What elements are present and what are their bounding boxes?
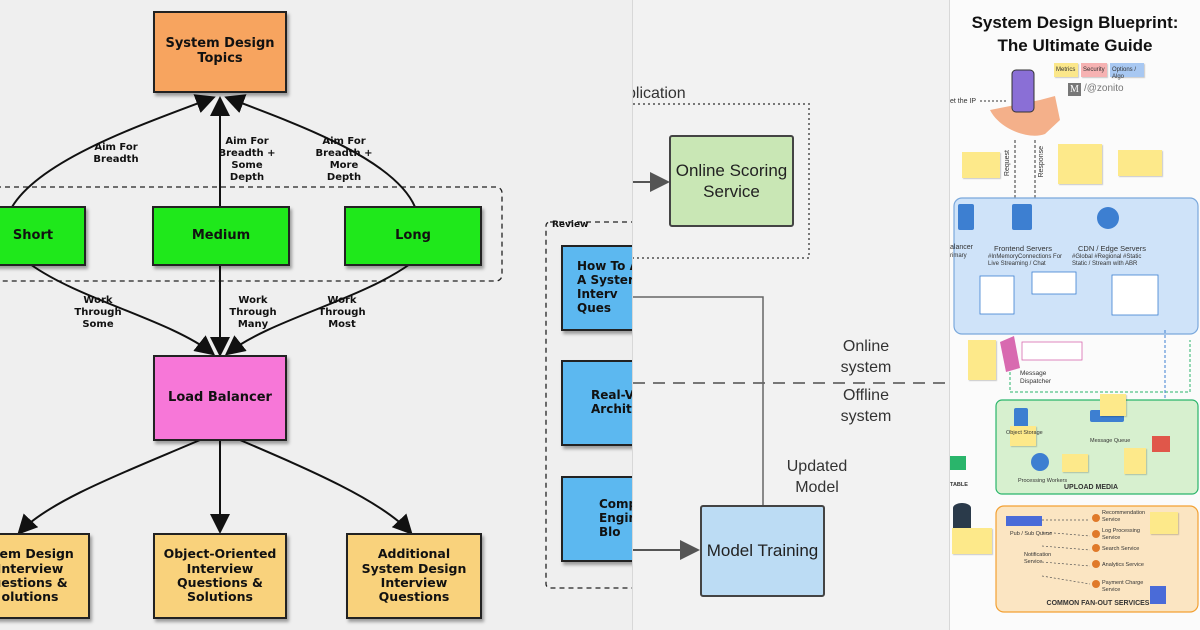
storage-icon [1152, 436, 1170, 452]
message-queue-label: Message Queue [1090, 438, 1131, 444]
tag-options: Options / Algo [1110, 63, 1144, 80]
get-ip-label: et the IP [950, 98, 977, 105]
arrow-lb-to-bottom-right [239, 439, 413, 535]
arrow-long-to-lb [224, 263, 411, 356]
online-scoring-service-box: Online Scoring Service [669, 135, 794, 227]
blueprint-connectors [950, 69, 1199, 613]
label-work-some: Work Through Some [74, 295, 122, 330]
table-label: TABLE [950, 482, 968, 488]
connector-to-training [633, 296, 764, 505]
object-storage-label: Object Storage [1006, 430, 1043, 436]
payment-label: Payment Charge Service [1102, 580, 1144, 593]
balancer-sub: rimary [950, 253, 967, 259]
sticky-note [1124, 448, 1146, 474]
pubsub-icon [1006, 516, 1042, 526]
load-balancer-box: Load Balancer [153, 355, 287, 441]
review-card-interview: How To A A Syster Interv Ques [561, 245, 632, 331]
arrow-short-to-lb [29, 263, 216, 356]
fan-out-label: COMMON FAN-OUT SERVICES [1046, 600, 1150, 607]
system-design-topics-diagram: System Design Topics Aim For Breadth Aim… [0, 0, 632, 630]
blueprint-title: System Design Blueprint: The Ultimate Gu… [950, 12, 1200, 58]
medium-logo-icon: M [1068, 83, 1081, 96]
arrow-short-to-topics [11, 94, 216, 208]
arrow-long-to-topics [224, 94, 416, 208]
sticky-note [962, 152, 1000, 178]
topics-connectors [0, 94, 632, 589]
long-box: Long [344, 206, 482, 266]
label-aim-breadth-some-depth: Aim For Breadth + Some Depth [218, 136, 276, 183]
review-dashed-group [545, 221, 632, 589]
review-label: Review [552, 220, 589, 230]
dispatcher-icon [1000, 336, 1020, 372]
short-box: Short [0, 206, 86, 266]
balancer-label: alancer [950, 244, 973, 251]
system-design-interview-box: stem Design Interview uestions & olution… [0, 533, 90, 619]
sticky-note [968, 340, 996, 380]
topics-dashed-group [0, 186, 503, 282]
label-work-most: Work Through Most [318, 295, 366, 330]
system-design-blueprint: System Design Blueprint: The Ultimate Gu… [950, 0, 1200, 630]
frontend-servers-label: Frontend Servers [994, 244, 1052, 253]
notification-label: Notification Service [1024, 552, 1052, 565]
analytics-label: Analytics Service [1102, 562, 1144, 568]
log-processing-label: Log Processing Service [1102, 528, 1140, 541]
arrow-lb-to-bottom-left [17, 439, 201, 535]
response-label: Response [1038, 146, 1045, 178]
title-line-2: The Ultimate Guide [997, 35, 1153, 55]
ml-connectors [633, 103, 949, 560]
author-handle: /@zonito [1084, 83, 1124, 94]
application-label: plication [633, 85, 686, 102]
panel-separator [632, 0, 633, 630]
tag-metrics: Metrics [1054, 63, 1078, 77]
sticky-note [1100, 394, 1126, 416]
offline-system-label: Offline system [840, 387, 892, 425]
hand-illustration [990, 96, 1060, 136]
sticky-note [1058, 144, 1102, 184]
tag-security: Security [1081, 63, 1107, 77]
worker-cloud-icon [1031, 453, 1049, 471]
cdn-gear-icon [1097, 207, 1119, 229]
processing-workers-label: Processing Workers [1018, 478, 1068, 484]
ml-serving-diagram: plication Online Scoring Service Online … [633, 0, 949, 630]
panel-separator [949, 0, 950, 630]
server-icon [1012, 204, 1032, 230]
online-system-label: Online system [840, 338, 892, 376]
updated-model-label: Updated Model [786, 458, 848, 496]
review-card-engineering: Comp Engine Blo [561, 476, 632, 562]
search-label: Search Service [1102, 546, 1140, 552]
cdn-sub: #Global #Regional #Static Static / Strea… [1072, 254, 1142, 268]
label-work-many: Work Through Many [229, 295, 277, 330]
sticky-note [1062, 454, 1088, 472]
model-training-box: Model Training [700, 505, 825, 597]
pubsub-label: Pub / Sub Queue [1010, 531, 1053, 537]
request-label: Request [1004, 150, 1011, 177]
upload-media-container [995, 399, 1199, 495]
balancer-server-icon [958, 204, 974, 230]
upload-media-label: UPLOAD MEDIA [1064, 484, 1119, 491]
phone-icon [1011, 69, 1035, 113]
sticky-note [1118, 150, 1162, 176]
sticky-note [952, 528, 992, 554]
title-line-1: System Design Blueprint: [971, 13, 1179, 32]
object-oriented-interview-box: Object-Oriented Interview Questions & So… [153, 533, 287, 619]
label-aim-breadth-more-depth: Aim For Breadth + More Depth [315, 136, 373, 183]
review-card-real-world: Real-V Archite [561, 360, 632, 446]
message-dispatcher-label: Message Dispatcher [1020, 370, 1052, 385]
additional-system-design-box: Additional System Design Interview Quest… [346, 533, 482, 619]
medium-box: Medium [152, 206, 290, 266]
frontend-servers-sub: #InMemoryConnections For Live Streaming … [988, 254, 1063, 268]
sticky-note [1010, 426, 1036, 446]
system-design-topics-box: System Design Topics [153, 11, 287, 93]
cdn-label: CDN / Edge Servers [1078, 244, 1146, 253]
sticky-note [1150, 512, 1178, 534]
recommendation-label: Recommendation Service [1102, 510, 1146, 523]
label-aim-breadth: Aim For Breadth [93, 142, 139, 165]
